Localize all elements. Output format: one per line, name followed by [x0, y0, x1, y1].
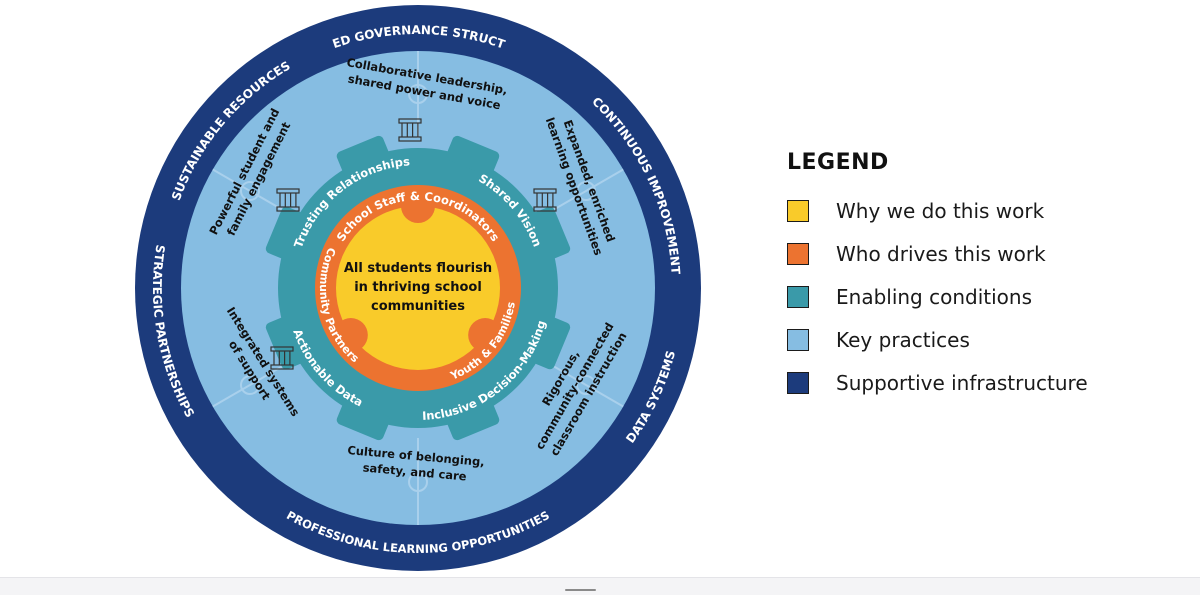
puzzle-knob: [408, 472, 428, 492]
pillar-icon: [398, 118, 422, 142]
legend-item: Who drives this work: [787, 232, 1167, 275]
legend-item: Supportive infrastructure: [787, 361, 1167, 404]
drag-handle-icon[interactable]: [565, 589, 596, 591]
center-text-line: in thriving school: [354, 280, 482, 295]
puzzle-knob: [408, 84, 428, 104]
legend-label: Supportive infrastructure: [836, 370, 1088, 395]
practice-divider: [547, 168, 624, 214]
pillar-icon: [276, 188, 300, 212]
pillar-icon: [533, 188, 557, 212]
legend-item: Why we do this work: [787, 189, 1167, 232]
scrollbar-track[interactable]: [1186, 0, 1200, 577]
puzzle-knob: [239, 181, 260, 201]
legend-label: Enabling conditions: [836, 284, 1032, 309]
gear-tooth: [265, 316, 306, 370]
center-text-line: All students flourish: [344, 261, 492, 276]
practice-divider: [212, 168, 289, 214]
framework-diagram: All students flourish in thriving school c…: [135, 5, 701, 571]
puzzle-knob: [239, 375, 260, 395]
driver-notch: [401, 189, 435, 223]
legend-item: Enabling conditions: [787, 275, 1167, 318]
bottom-toolbar: [0, 577, 1200, 595]
gear-tooth: [336, 400, 390, 441]
gear-tooth: [530, 206, 571, 260]
legend-swatch: [787, 199, 809, 222]
gear-tooth: [265, 206, 306, 260]
legend-swatch: [787, 328, 809, 351]
center-text-line: communities: [371, 299, 465, 314]
legend-swatch: [787, 371, 809, 394]
gear-tooth: [446, 135, 500, 176]
practice-divider: [547, 362, 624, 408]
legend-label: Why we do this work: [836, 198, 1045, 223]
puzzle-knob: [576, 181, 597, 201]
driver-notch: [333, 318, 368, 353]
legend-swatch: [787, 285, 809, 308]
practice-divider: [212, 362, 289, 408]
gear-tooth: [446, 400, 500, 441]
legend-label: Who drives this work: [836, 241, 1046, 266]
center-circle: [336, 206, 500, 370]
legend-title: LEGEND: [787, 150, 889, 175]
pillar-icon: [270, 346, 294, 370]
center-text: All students flourish in thriving school c…: [344, 261, 492, 314]
driver-notch: [468, 318, 503, 353]
gear-tooth: [530, 316, 571, 370]
practice-dividers: [212, 51, 624, 525]
legend-item: Key practices: [787, 318, 1167, 361]
legend-swatch: [787, 242, 809, 265]
legend-label: Key practices: [836, 327, 970, 352]
puzzle-knob: [576, 375, 597, 395]
gear-tooth: [336, 135, 390, 176]
